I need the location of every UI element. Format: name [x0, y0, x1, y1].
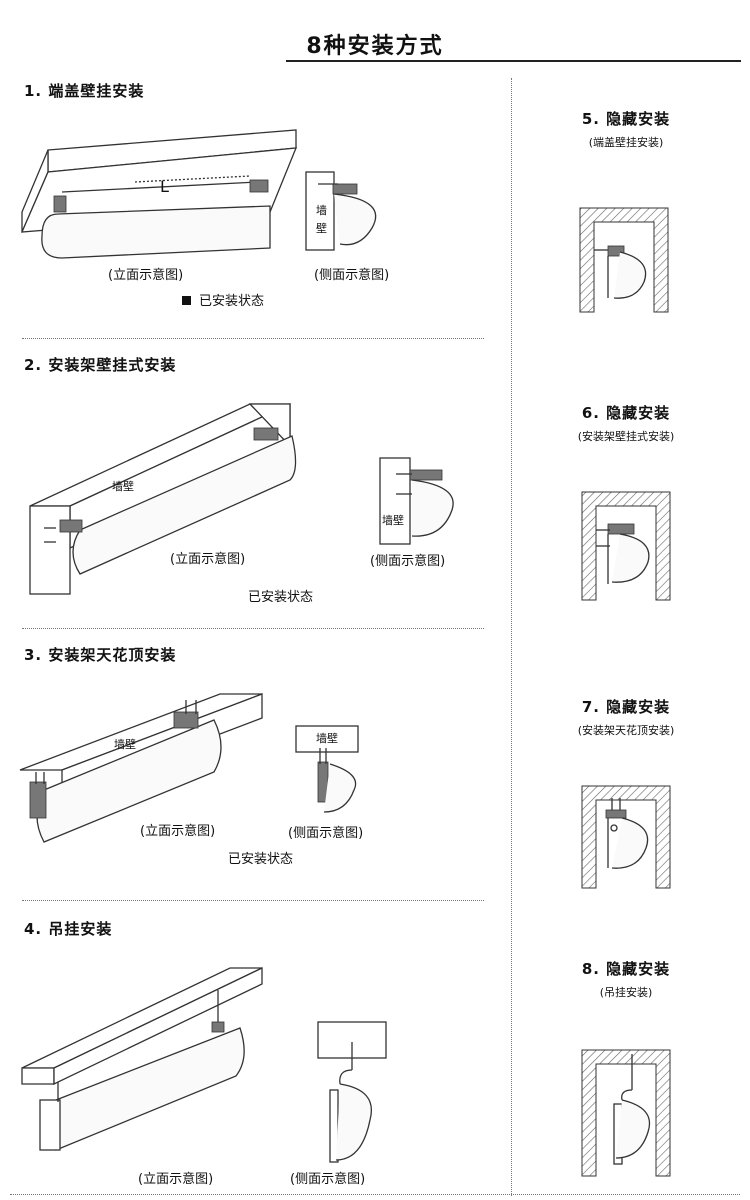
section-1-title: 1. 端盖壁挂安装: [24, 82, 145, 100]
section-3-side-caption: (侧面示意图): [288, 826, 364, 841]
hidden-5-subtitle: (端盖壁挂安装): [588, 136, 664, 149]
section-1-status: 已安装状态: [182, 290, 264, 309]
section-3-front-diagram: 墙壁: [19, 693, 263, 843]
section-4-front-caption: (立面示意图): [138, 1172, 214, 1187]
section-3-front-caption: (立面示意图): [140, 824, 216, 839]
section-3-title: 3. 安装架天花顶安装: [24, 646, 177, 664]
section-4-side-caption: (侧面示意图): [290, 1172, 366, 1187]
section-1-side-diagram: 墙 壁: [305, 171, 377, 251]
section-1-side-caption: (侧面示意图): [314, 268, 390, 283]
section-1-front-diagram: L: [20, 129, 298, 259]
section-divider-2: [22, 628, 484, 629]
hidden-8-subtitle: (吊挂安装): [599, 986, 653, 999]
section-3-side-diagram: 墙壁: [295, 725, 359, 813]
svg-text:墙壁: 墙壁: [112, 479, 134, 493]
section-2-side-diagram: 墙壁: [379, 457, 454, 545]
hidden-6-subtitle: (安装架壁挂式安装): [577, 430, 675, 443]
bottom-divider: [10, 1194, 740, 1195]
hidden-5-diagram: [579, 207, 669, 313]
hidden-6-title: 6. 隐藏安装: [581, 404, 671, 422]
svg-text:墙壁: 墙壁: [114, 737, 136, 751]
section-2-side-caption: (侧面示意图): [370, 554, 446, 569]
hidden-6-diagram: [581, 491, 671, 601]
section-3-status: 已安装状态: [228, 852, 294, 867]
svg-text:墙: 墙: [316, 203, 327, 217]
section-divider-1: [22, 338, 484, 339]
title-underline: [286, 60, 741, 62]
svg-text:墙壁: 墙壁: [316, 731, 338, 745]
status-square-icon: [182, 296, 191, 305]
svg-text:墙壁: 墙壁: [382, 513, 404, 527]
section-4-title: 4. 吊挂安装: [24, 920, 113, 938]
hidden-7-title: 7. 隐藏安装: [581, 698, 671, 716]
dimension-label-L: L: [160, 177, 169, 196]
hidden-5-title: 5. 隐藏安装: [581, 110, 671, 128]
section-1-front-caption: (立面示意图): [108, 268, 184, 283]
section-4-front-diagram: [21, 966, 263, 1151]
hidden-8-title: 8. 隐藏安装: [581, 960, 671, 978]
column-divider: [511, 78, 512, 1196]
section-4-side-diagram: [317, 1021, 387, 1163]
hidden-7-subtitle: (安装架天花顶安装): [577, 724, 675, 737]
section-2-title: 2. 安装架壁挂式安装: [24, 356, 177, 374]
page-title: 8种安装方式: [306, 34, 444, 59]
section-2-status: 已安装状态: [248, 590, 314, 605]
hidden-7-diagram: [581, 785, 671, 889]
hidden-8-diagram: [581, 1049, 671, 1177]
svg-text:壁: 壁: [316, 221, 327, 235]
section-2-front-caption: (立面示意图): [170, 552, 246, 567]
section-2-front-diagram: 墙壁: [29, 402, 297, 595]
section-divider-3: [22, 900, 484, 901]
